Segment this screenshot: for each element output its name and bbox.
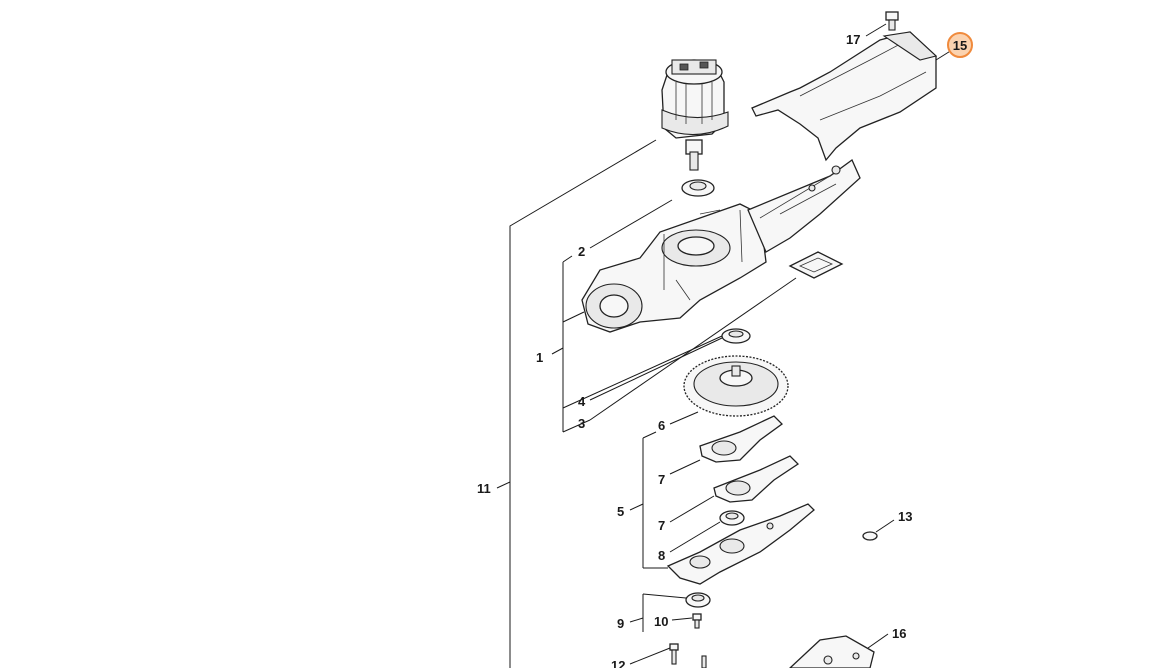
gear-housing-part[interactable] (581, 159, 861, 333)
callout-9[interactable]: 9 (617, 616, 624, 631)
nut-part-13[interactable] (862, 531, 878, 541)
callout-15[interactable]: 15 (953, 38, 967, 53)
callout-2[interactable]: 2 (578, 244, 585, 259)
callout-6[interactable]: 6 (658, 418, 665, 433)
callout-15-highlight[interactable]: 15 (947, 32, 973, 58)
callout-4[interactable]: 4 (578, 394, 586, 409)
screw-part-12[interactable] (669, 643, 707, 668)
callout-labels: 1 2 3 4 5 6 7 7 8 9 10 11 12 13 16 17 15 (477, 32, 973, 668)
motor-part[interactable] (661, 59, 729, 171)
bearing-part-top[interactable] (681, 179, 715, 197)
callout-8[interactable]: 8 (658, 548, 665, 563)
callout-16[interactable]: 16 (892, 626, 906, 641)
screw-part-17[interactable] (885, 11, 899, 31)
guide-plate-part[interactable] (666, 503, 815, 585)
gear-wheel-part[interactable] (683, 355, 789, 417)
connecting-rod-part-7[interactable] (713, 455, 800, 503)
callout-7b[interactable]: 7 (658, 518, 665, 533)
cover-part-16[interactable] (789, 635, 875, 668)
callout-10[interactable]: 10 (654, 614, 668, 629)
bearing-part-9[interactable] (685, 592, 711, 608)
leader-lines (496, 23, 953, 668)
callout-7a[interactable]: 7 (658, 472, 665, 487)
screw-part-10[interactable] (692, 613, 702, 629)
handle-cover-part-15[interactable] (751, 31, 938, 162)
callout-5[interactable]: 5 (617, 504, 624, 519)
callout-13[interactable]: 13 (898, 509, 912, 524)
callout-1[interactable]: 1 (536, 350, 543, 365)
callout-17[interactable]: 17 (846, 32, 860, 47)
connecting-rod-part-6[interactable] (699, 415, 783, 463)
bearing-part-4[interactable] (721, 328, 751, 344)
bearing-part-8[interactable] (719, 510, 745, 526)
callout-12[interactable]: 12 (611, 658, 625, 668)
callout-3[interactable]: 3 (578, 416, 585, 431)
gasket-part[interactable] (788, 251, 844, 279)
callout-11[interactable]: 11 (477, 481, 491, 496)
